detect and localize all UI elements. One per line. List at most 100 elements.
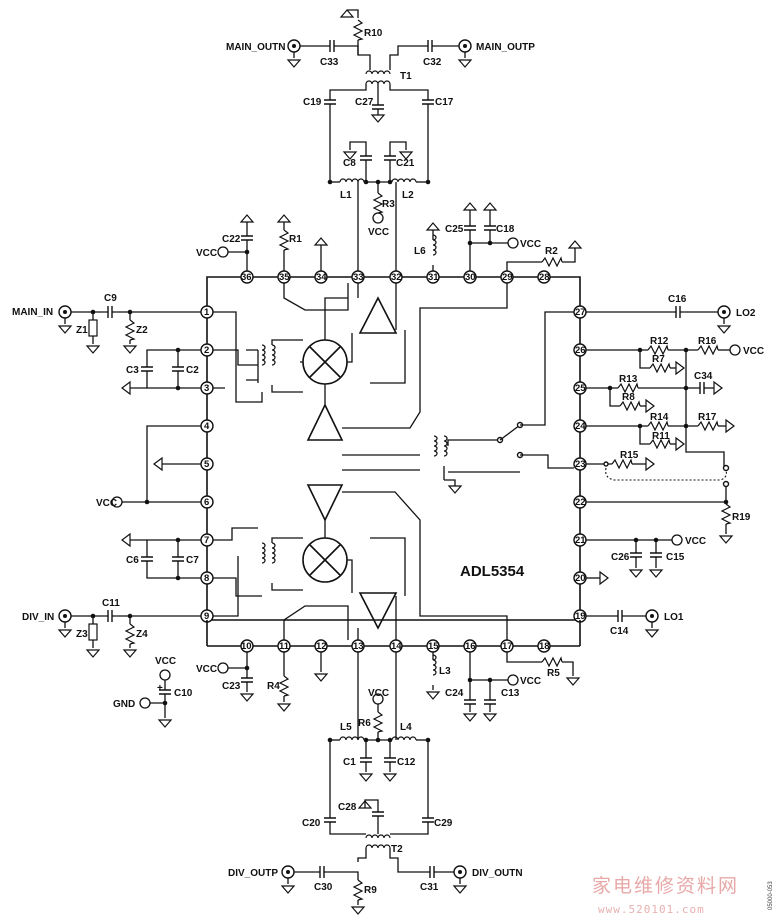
label-r4: R4: [267, 681, 280, 692]
pin-32-label: 32: [391, 272, 402, 283]
label-main-outn: MAIN_OUTN: [226, 42, 285, 53]
pin-18-label: 18: [539, 641, 550, 652]
label-r19: R19: [732, 512, 751, 523]
label-z2: Z2: [136, 325, 148, 336]
label-z3: Z3: [76, 629, 88, 640]
label-r6-vcc: VCC: [368, 688, 389, 699]
main-in-network: [58, 305, 201, 508]
component-labels: R10 C33 C32 T1 C19 C27 C17 C8 C21 L1 L2 …: [12, 28, 764, 896]
pins-left: [200, 305, 214, 623]
main-if-amp: [358, 296, 398, 334]
pin-26-label: 26: [575, 345, 586, 356]
pin-24-label: 24: [575, 421, 586, 432]
top-pin-network: [217, 202, 582, 271]
label-c6: C6: [126, 555, 139, 566]
label-t2: T2: [391, 844, 403, 855]
lo-amp-div: [306, 484, 344, 522]
label-c33: C33: [320, 57, 339, 68]
label-c29: C29: [434, 818, 453, 829]
label-c22: C22: [222, 234, 241, 245]
label-pin30-vcc: VCC: [520, 239, 541, 250]
label-c17: C17: [435, 97, 454, 108]
pins-top: [240, 270, 551, 284]
figure-code: 05000-053: [768, 881, 774, 910]
label-r7: R7: [652, 354, 665, 365]
watermark-url: www.520101.com: [598, 903, 705, 916]
pin-3-label: 3: [204, 383, 209, 394]
label-c10-vcc: VCC: [155, 656, 176, 667]
label-r17: R17: [698, 412, 717, 423]
label-r2: R2: [545, 246, 558, 257]
label-c20: C20: [302, 818, 321, 829]
pin-33-label: 33: [353, 272, 364, 283]
pin-7-label: 7: [204, 535, 209, 546]
label-c21: C21: [396, 158, 415, 169]
pin-19-label: 19: [575, 611, 586, 622]
label-z1: Z1: [76, 325, 88, 336]
label-r11: R11: [652, 431, 670, 442]
label-pin36-vcc: VCC: [196, 248, 217, 259]
label-pin16-vcc: VCC: [520, 676, 541, 687]
div-output-network: [281, 652, 467, 915]
bottom-pin-network: [217, 652, 580, 722]
label-l3: L3: [439, 666, 451, 677]
label-c34: C34: [694, 371, 713, 382]
label-t1: T1: [400, 71, 412, 82]
pin-25-label: 25: [575, 383, 586, 394]
lo-amp-main: [306, 403, 344, 441]
label-div-outp: DIV_OUTP: [228, 868, 278, 879]
pin-27-label: 27: [575, 307, 586, 318]
label-l1: L1: [340, 190, 352, 201]
pin-10-label: 10: [241, 641, 252, 652]
label-pin6-vcc: VCC: [96, 498, 117, 509]
pin-20-label: 20: [575, 573, 586, 584]
label-r14: R14: [650, 412, 669, 423]
pin-2-label: 2: [204, 345, 209, 356]
pin-1-label: 1: [204, 307, 210, 318]
pin-12-label: 12: [316, 641, 327, 652]
label-r13: R13: [619, 374, 638, 385]
label-z4: Z4: [136, 629, 148, 640]
label-c23: C23: [222, 681, 241, 692]
label-l4: L4: [400, 722, 412, 733]
label-c9: C9: [104, 293, 117, 304]
label-r1: R1: [289, 234, 302, 245]
label-c27: C27: [355, 97, 374, 108]
right-network: [586, 305, 741, 638]
pin-22-label: 22: [575, 497, 586, 508]
label-r3-vcc: VCC: [368, 227, 389, 238]
label-c24: C24: [445, 688, 464, 699]
label-c1: C1: [343, 757, 356, 768]
label-c10: C10: [174, 688, 193, 699]
pin-17-label: 17: [502, 641, 513, 652]
pin-8-label: 8: [204, 573, 209, 584]
label-c30: C30: [314, 882, 333, 893]
label-c2: C2: [186, 365, 199, 376]
label-c3: C3: [126, 365, 139, 376]
label-c19: C19: [303, 97, 322, 108]
label-r12: R12: [650, 336, 669, 347]
pin-6-label: 6: [204, 497, 209, 508]
label-div-outn: DIV_OUTN: [472, 868, 523, 879]
pin-5-label: 5: [204, 459, 210, 470]
label-r9: R9: [364, 885, 377, 896]
label-pin21-vcc: VCC: [685, 536, 706, 547]
label-r15: R15: [620, 450, 639, 461]
label-div-in: DIV_IN: [22, 612, 54, 623]
pin-14-label: 14: [391, 641, 402, 652]
label-c31: C31: [420, 882, 439, 893]
label-r5: R5: [547, 668, 560, 679]
watermark-title: 家电维修资料网: [592, 875, 739, 897]
pin-13-label: 13: [353, 641, 364, 652]
div-in-network: [58, 533, 201, 728]
chip-name: ADL5354: [460, 563, 525, 580]
main-mixer-symbol: [302, 339, 348, 385]
pin-35-label: 35: [279, 272, 290, 283]
pin-28-label: 28: [539, 272, 550, 283]
c10-polarity-mark: +: [157, 683, 163, 694]
label-c16: C16: [668, 294, 687, 305]
label-main-in: MAIN_IN: [12, 307, 53, 318]
label-l6: L6: [414, 246, 426, 257]
label-r16: R16: [698, 336, 717, 347]
